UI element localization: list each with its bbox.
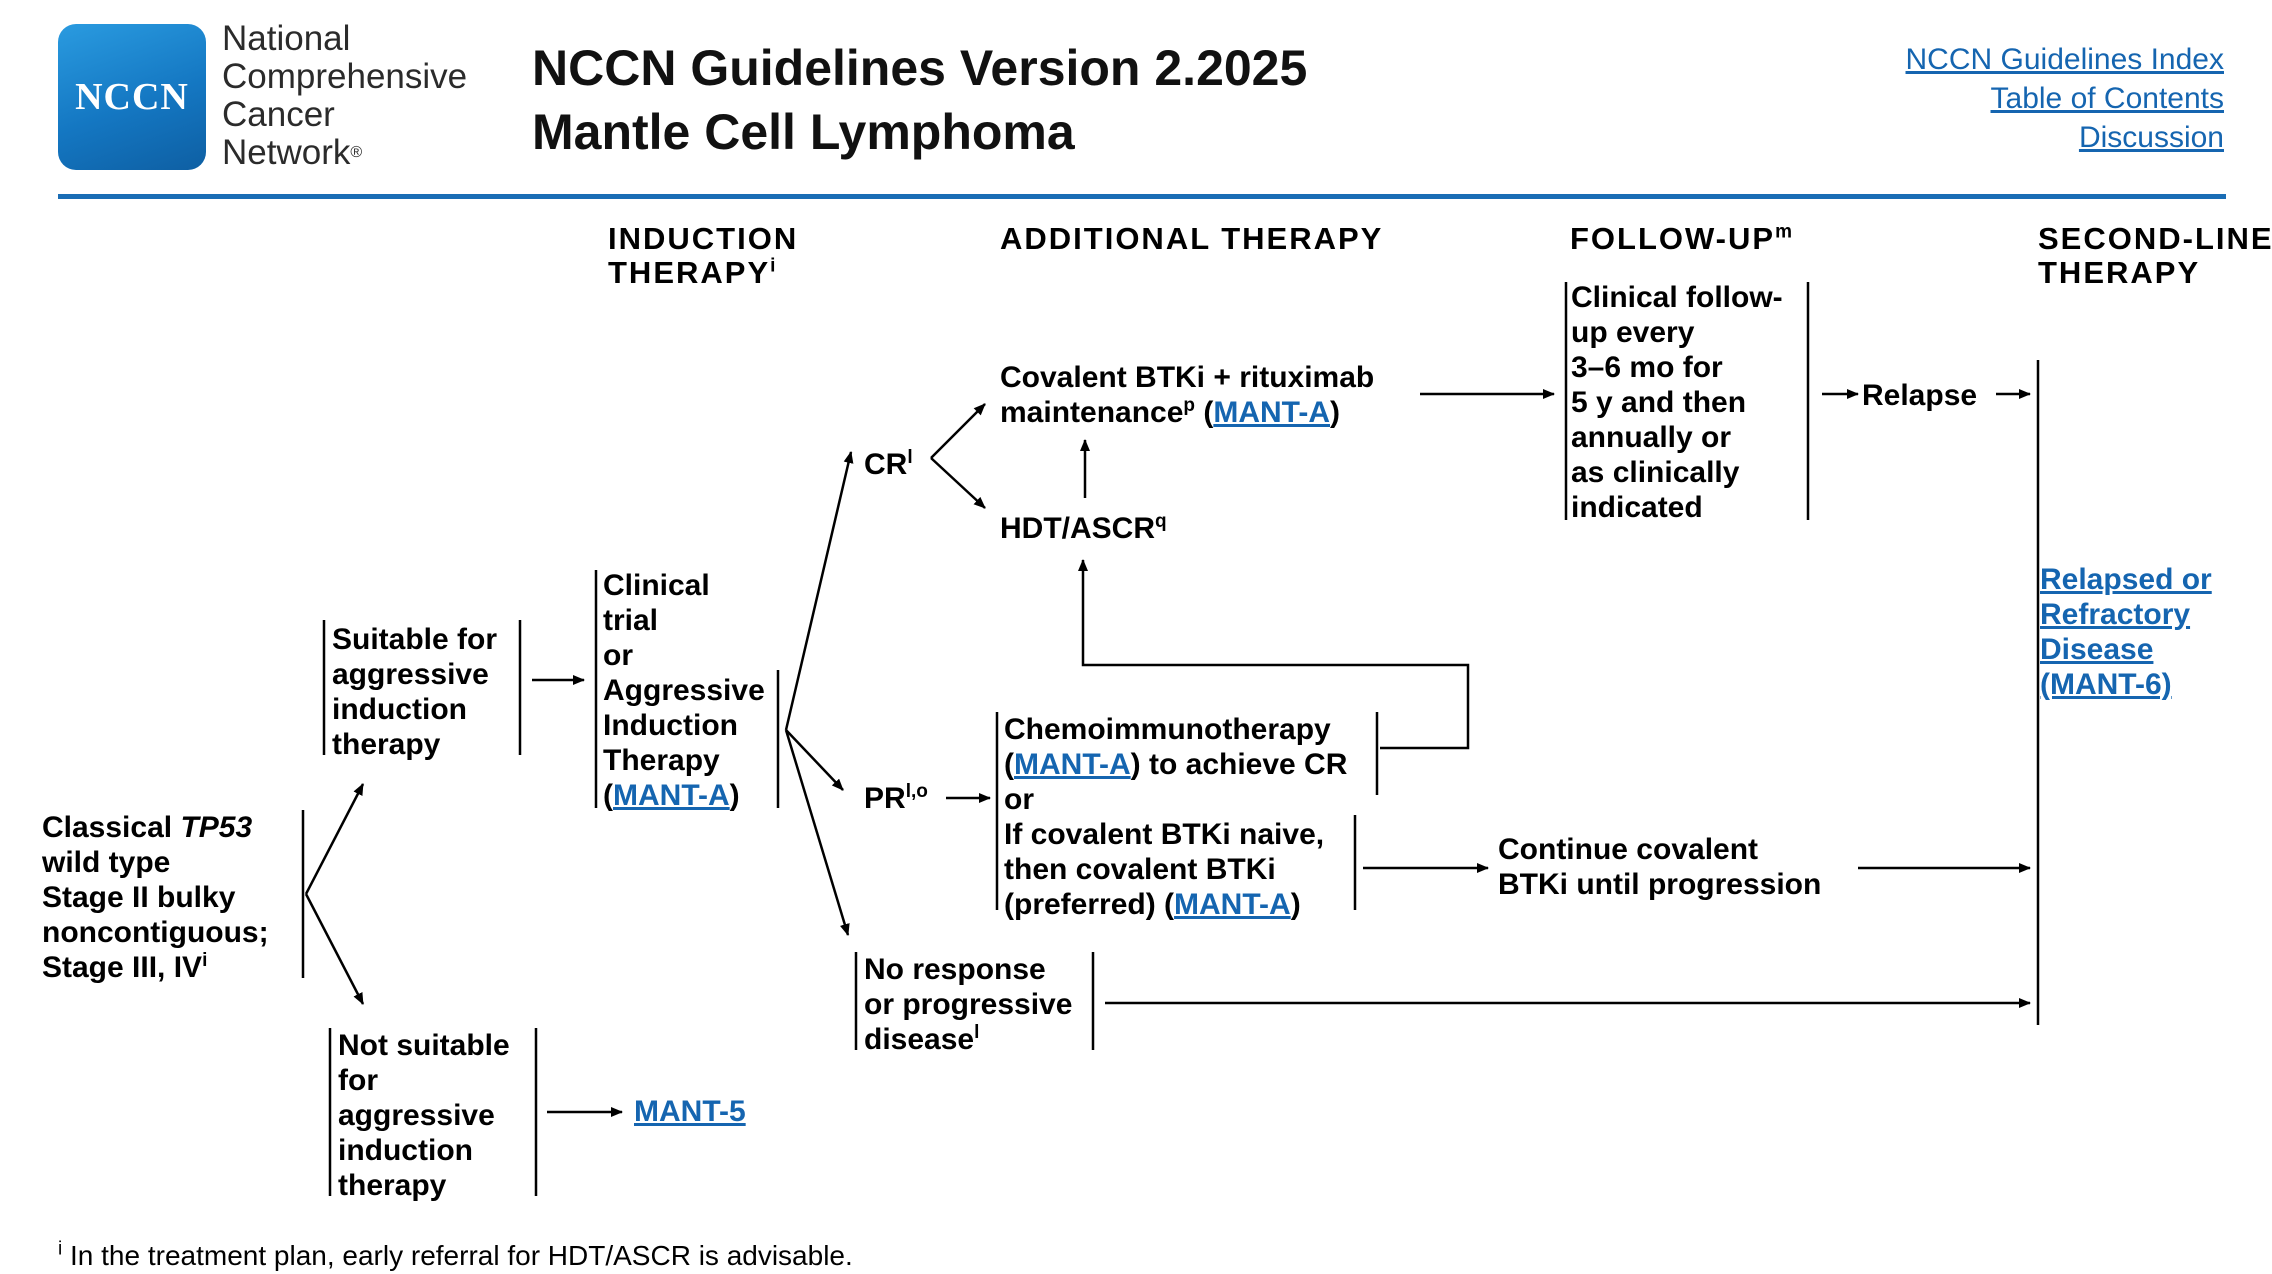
guidelines-index-link[interactable]: NCCN Guidelines Index bbox=[1905, 43, 2224, 76]
continue-btki-box: Continue covalent BTKi until progression bbox=[1498, 833, 1822, 901]
follow-up-header: FOLLOW-UPm bbox=[1570, 221, 1794, 256]
mant-a-link[interactable]: MANT-A bbox=[1174, 888, 1291, 921]
mant-a-link[interactable]: MANT-A bbox=[613, 779, 730, 812]
org-line: Cancer bbox=[222, 95, 335, 134]
arrow-chemo-to-hdt bbox=[1078, 559, 1470, 750]
relapsed-refractory-link[interactable]: Relapsed or Refractory Disease (MANT-6) bbox=[2040, 563, 2212, 701]
nccn-logo: NCCN bbox=[58, 24, 206, 170]
organization-name: National Comprehensive Cancer Network® bbox=[222, 20, 467, 172]
arrow-cr-to-hdt bbox=[930, 457, 986, 509]
follow-up-box: Clinical follow- up every 3–6 mo for 5 y… bbox=[1571, 281, 1783, 524]
covalent-maintenance-box: Covalent BTKi + rituximab maintenancep (… bbox=[1000, 361, 1375, 429]
title-disease: Mantle Cell Lymphoma bbox=[532, 104, 1075, 160]
not-suitable-box: Not suitable for aggressive induction th… bbox=[338, 1029, 510, 1202]
induction-box: Clinical trial or Aggressive Induction T… bbox=[603, 569, 765, 812]
pr-options-box: Chemoimmunotherapy (MANT-A) to achieve C… bbox=[1004, 713, 1348, 921]
title-version: NCCN Guidelines Version 2.2025 bbox=[532, 40, 1308, 96]
induction-therapy-header: INDUCTION THERAPYi bbox=[608, 221, 799, 290]
arrow-to-pr bbox=[785, 729, 844, 791]
relapse-label: Relapse bbox=[1862, 379, 1978, 412]
mant-a-link[interactable]: MANT-A bbox=[1213, 396, 1330, 429]
suitable-box: Suitable for aggressive induction therap… bbox=[332, 623, 498, 761]
page-title: NCCN Guidelines Version 2.2025 Mantle Ce… bbox=[532, 36, 1307, 164]
table-of-contents-link[interactable]: Table of Contents bbox=[1990, 82, 2224, 115]
second-line-therapy-header: SECOND-LINE THERAPY bbox=[2038, 221, 2272, 290]
org-line: Comprehensive bbox=[222, 57, 468, 96]
top-links: NCCN Guidelines Index Table of Contents … bbox=[1906, 40, 2224, 157]
mant5-link[interactable]: MANT-5 bbox=[634, 1095, 746, 1128]
registered-mark: ® bbox=[350, 144, 363, 161]
pr-label: PRl,o bbox=[864, 781, 928, 815]
mant-a-link[interactable]: MANT-A bbox=[1014, 748, 1131, 781]
arrow-cr-to-covalent bbox=[930, 403, 986, 459]
arrow-to-no-response bbox=[784, 729, 850, 936]
additional-therapy-header: ADDITIONAL THERAPY bbox=[1000, 221, 1384, 256]
discussion-link[interactable]: Discussion bbox=[2078, 121, 2224, 154]
hdt-ascr-label: HDT/ASCRq bbox=[1000, 511, 1167, 545]
org-line: National bbox=[222, 19, 351, 58]
cr-label: CRl bbox=[864, 447, 913, 481]
arrow-to-cr bbox=[784, 451, 854, 731]
classical-tp53-box: Classical TP53 wild type Stage II bulky … bbox=[42, 811, 269, 984]
header-divider bbox=[58, 194, 2226, 199]
org-line: Network® bbox=[222, 133, 363, 172]
arrow-to-suitable bbox=[304, 783, 365, 895]
footnote: i In the treatment plan, early referral … bbox=[58, 1238, 853, 1271]
arrow-to-not-suitable bbox=[304, 893, 365, 1005]
no-response-box: No response or progressive diseasel bbox=[864, 953, 1073, 1056]
